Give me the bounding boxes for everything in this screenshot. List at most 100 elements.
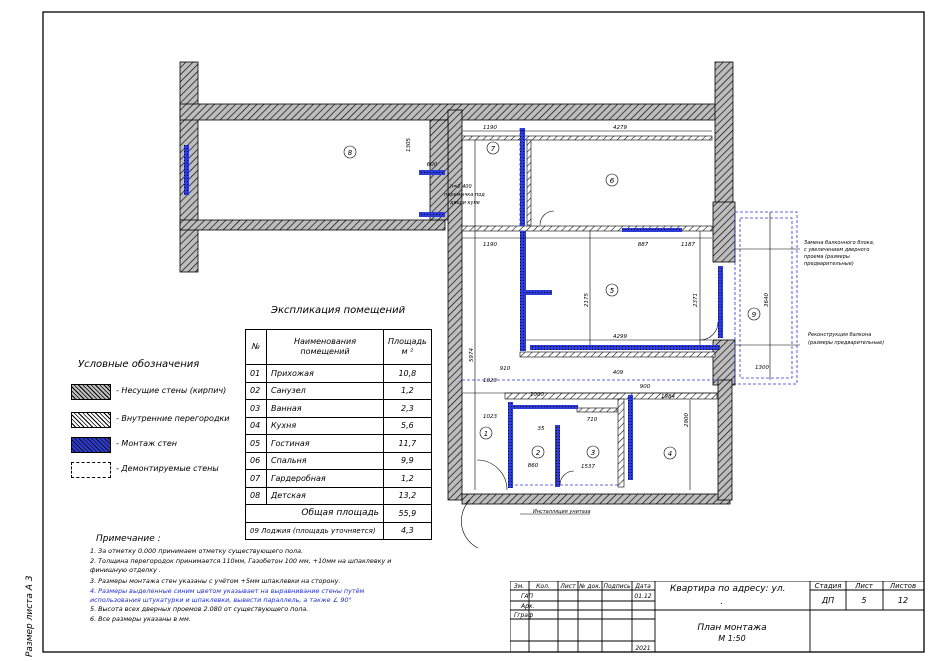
stamp-header: Подпись <box>604 583 631 590</box>
room-num-3: 3 <box>591 449 595 457</box>
balcony-block-note: Замена балконного блока, <box>804 240 874 246</box>
loggia-name: Лоджия (площадь уточняется) <box>261 526 376 535</box>
note-line: 5. Высота всех дверных проемов 2.080 от … <box>90 605 309 613</box>
cell-area: 13,2 <box>383 486 432 505</box>
cell-num: 05 <box>245 434 267 453</box>
stamp-dot: . <box>720 597 723 607</box>
legend-item-demolish: - Демонтируемые стены <box>116 464 219 473</box>
loggia-area: 4,3 <box>383 521 432 540</box>
dim: 35 <box>538 426 545 432</box>
note-line: 6. Все размеры указаны в мм. <box>90 615 191 623</box>
legend-item-bearing: - Несущие стены (кирпич) <box>116 386 227 395</box>
dim: 1023 <box>483 414 497 420</box>
stamp-header: Кол. <box>536 583 550 590</box>
balcony-recon-note: (размеры предварительные) <box>808 340 884 346</box>
legend-swatch-inner <box>71 412 111 428</box>
legend-item-new: - Монтаж стен <box>116 439 177 448</box>
cell-num: 02 <box>245 381 267 400</box>
legend-title: Условные обозначения <box>78 359 200 370</box>
cell-name: Гостиная <box>266 434 384 453</box>
room-num-6: 6 <box>610 177 615 185</box>
room-num-7: 7 <box>491 145 496 153</box>
cell-area: 10,8 <box>383 364 432 383</box>
door-note: перемычка под <box>444 192 485 198</box>
cell-num: 04 <box>245 416 267 435</box>
stamp-sheet-label: Лист <box>854 582 874 590</box>
sheet-size-label: Размер листа А 3 <box>25 575 35 657</box>
dim: 409 <box>613 370 624 376</box>
stamp-header: № док. <box>578 583 601 590</box>
dim: 1023 <box>483 378 497 384</box>
stamp-stage-label: Стадия <box>815 582 842 590</box>
stamp-sheet: 5 <box>861 596 866 605</box>
door-note: двери купе <box>449 200 480 206</box>
dim: 4299 <box>613 334 627 340</box>
note-line: 3. Размеры монтажа стен указаны с учётом… <box>90 577 341 585</box>
dim: 910 <box>500 366 511 372</box>
stamp-address: Квартира по адресу: ул. <box>670 584 785 594</box>
dim: 1000 <box>530 392 544 398</box>
dim: 3640 <box>764 293 770 307</box>
dim: 1190 <box>483 242 497 248</box>
cell-num: 07 <box>245 469 267 488</box>
title-block: Зм. Кол. Лист № док. Подпись Дата 01.12 … <box>510 581 924 652</box>
loggia-num: 09 <box>250 526 259 535</box>
cell-area: 9,9 <box>383 451 432 470</box>
dim: 900 <box>640 384 651 390</box>
stamp-role: ГАП <box>521 593 533 600</box>
notes-title: Примечание : <box>96 534 161 544</box>
legend-swatch-new <box>71 437 111 453</box>
room-num-4: 4 <box>668 450 672 458</box>
note-line: использования штукатурки и шпаклевки, вы… <box>90 596 352 604</box>
explication-title: Экспликация помещений <box>271 305 406 316</box>
cell-area: 5,6 <box>383 416 432 435</box>
dim: 4279 <box>613 125 627 131</box>
cell-num: 08 <box>245 486 267 505</box>
dim: 2175 <box>584 293 590 307</box>
legend-swatch-demolish <box>71 462 111 478</box>
dim: 1305 <box>406 138 412 152</box>
total-label: Общая площадь <box>266 504 384 523</box>
cell-name: Гардеробная <box>266 469 384 488</box>
cell-area: 2,3 <box>383 399 432 418</box>
cell-name: Ванная <box>266 399 384 418</box>
stamp-sheets-label: Листов <box>889 582 916 590</box>
cell-area: 11,7 <box>383 434 432 453</box>
cell-name: Спальня <box>266 451 384 470</box>
door-note: h=2.400 <box>450 184 472 190</box>
cell-name: Кухня <box>266 416 384 435</box>
cell-num: 03 <box>245 399 267 418</box>
dim: 710 <box>587 417 598 423</box>
dim: 5974 <box>469 348 475 362</box>
cell-name: Санузел <box>266 381 384 400</box>
balcony-block-note: предварительные) <box>804 261 854 267</box>
dim: 887 <box>638 242 649 248</box>
stamp-stage: ДП <box>821 596 834 605</box>
col-area: Площадь м ² <box>383 329 432 365</box>
cell-name: Прихожая <box>266 364 384 383</box>
dim: 600 <box>427 162 438 168</box>
dim: 860 <box>528 463 539 469</box>
legend-item-inner: - Внутренние перегородки <box>116 414 230 423</box>
dim: 1537 <box>581 464 595 470</box>
cell-name: Детская <box>266 486 384 505</box>
stamp-title: План монтажа <box>697 623 766 633</box>
note-line: 2. Толщина перегородок принимается 110мм… <box>90 557 392 565</box>
stamp-role: Гграф <box>514 612 533 619</box>
balcony-block-note: проема (размеры <box>804 254 850 260</box>
col-name: Наименования помещений <box>266 329 384 365</box>
stamp-scale: М 1:50 <box>718 634 745 643</box>
loggia-row: 09 Лоджия (площадь уточняется) 4,3 <box>245 521 432 540</box>
stamp-year: 2021 <box>635 645 650 652</box>
stamp-header: Зм. <box>514 583 524 590</box>
legend-swatch-bearing <box>71 384 111 400</box>
